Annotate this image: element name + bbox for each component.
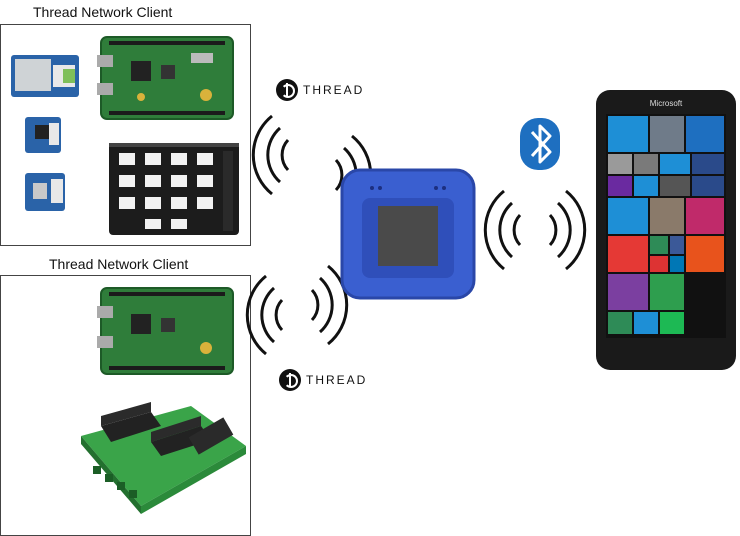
thread-label-bottom: THREAD bbox=[306, 373, 368, 387]
sensor-module-1 bbox=[25, 117, 61, 153]
sensor-module-2 bbox=[25, 173, 65, 211]
thread-label-top: THREAD bbox=[303, 83, 365, 97]
live-tiles bbox=[608, 116, 724, 334]
wireless-wave-icon bbox=[483, 189, 587, 271]
thread-badge-bottom: THREAD bbox=[279, 369, 367, 391]
top-client-caption: Thread Network Client bbox=[33, 4, 173, 20]
top-client-hardware bbox=[11, 36, 239, 235]
bottom-client-panel bbox=[0, 275, 251, 536]
thread-logo-icon bbox=[276, 79, 298, 101]
thread-logo-icon bbox=[279, 369, 301, 391]
relay-shield bbox=[81, 402, 246, 514]
relay-module bbox=[11, 55, 79, 97]
gateway-device bbox=[340, 168, 476, 300]
main-board-2 bbox=[97, 287, 234, 375]
smartphone: Microsoft bbox=[596, 90, 736, 370]
phone-brand: Microsoft bbox=[650, 99, 683, 108]
bottom-client-caption: Thread Network Client bbox=[49, 256, 189, 272]
bottom-client-hardware bbox=[81, 287, 246, 514]
top-client-panel bbox=[0, 24, 251, 246]
base-shield bbox=[109, 143, 239, 235]
thread-badge-top: THREAD bbox=[276, 79, 364, 101]
main-board bbox=[97, 36, 234, 120]
bluetooth-icon bbox=[520, 118, 560, 170]
wireless-wave-icon bbox=[245, 264, 349, 356]
